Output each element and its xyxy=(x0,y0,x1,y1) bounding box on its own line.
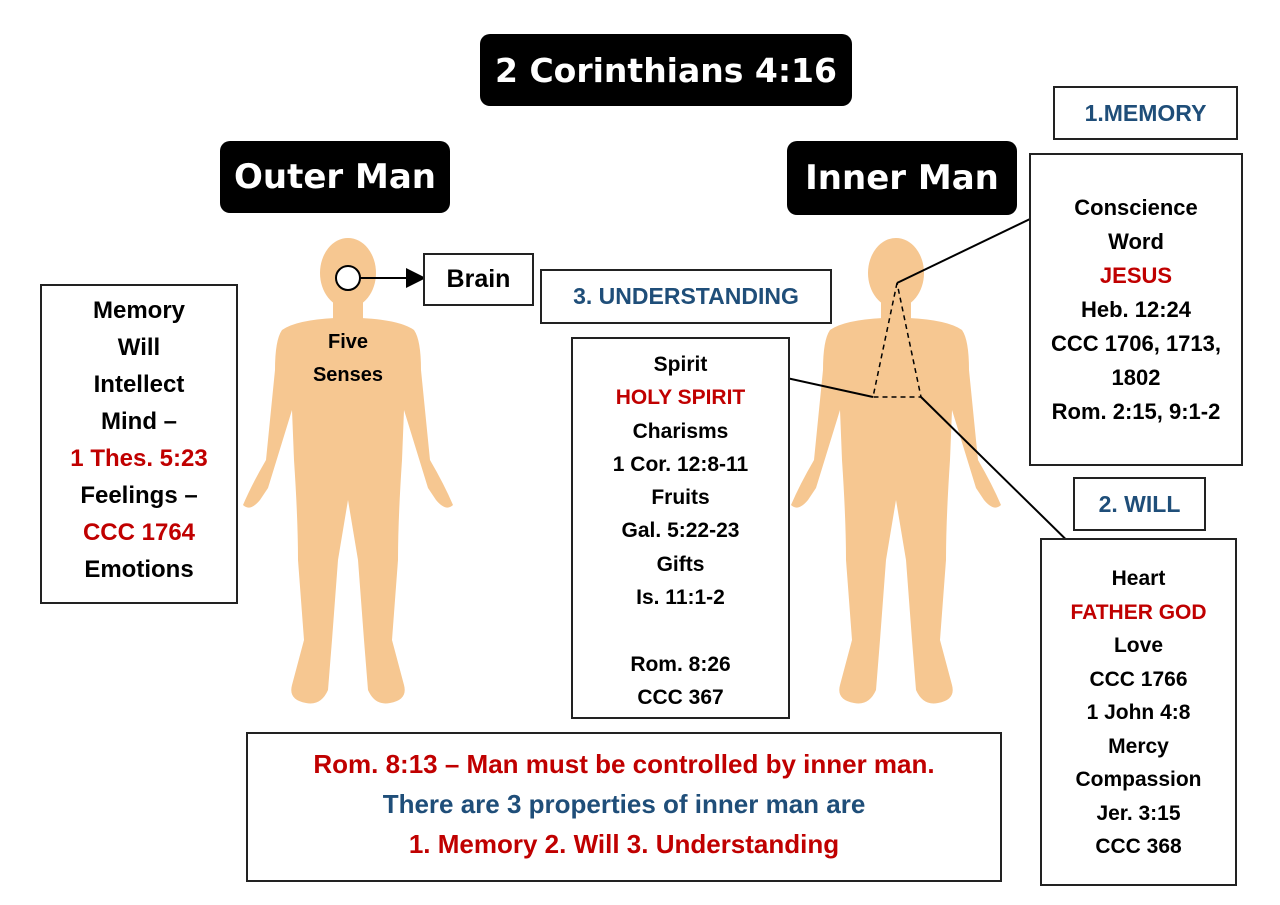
outer-man-attribute-line: Mind – xyxy=(101,408,177,435)
outer-man-attribute-line: 1 Thes. 5:23 xyxy=(70,445,208,472)
brain-marker xyxy=(335,265,361,291)
understanding-line: Gal. 5:22-23 xyxy=(621,519,740,543)
will-line: Compassion xyxy=(1075,768,1202,791)
bottom-summary-list: Rom. 8:13 – Man must be controlled by in… xyxy=(248,744,1000,864)
outer-man-attribute-line: Memory xyxy=(92,297,186,324)
understanding-line xyxy=(573,614,788,647)
brain-box: Brain xyxy=(423,253,534,306)
memory-line: Word xyxy=(1108,229,1164,254)
memory-line: JESUS xyxy=(1099,263,1173,288)
outer-man-attribute-line: CCC 1764 xyxy=(82,519,196,546)
will-line: FATHER GOD xyxy=(1070,600,1207,624)
memory-line: Conscience xyxy=(1074,195,1198,220)
outer-man-attribute-line: Will xyxy=(117,334,161,361)
will-line: Heart xyxy=(1111,567,1166,590)
will-line: Jer. 3:15 xyxy=(1096,801,1181,825)
senses-label: Senses xyxy=(312,364,384,386)
understanding-line: Gifts xyxy=(656,552,705,576)
will-line: Mercy xyxy=(1108,734,1169,758)
memory-heading-box: 1.MEMORY xyxy=(1053,86,1238,140)
five-senses-label: Five Senses xyxy=(300,326,396,392)
memory-line: 1802 xyxy=(1111,365,1161,390)
brain-label: Brain xyxy=(446,265,511,293)
understanding-line: Is. 11:1-2 xyxy=(636,586,725,610)
understanding-line: Fruits xyxy=(651,486,710,510)
understanding-line: HOLY SPIRIT xyxy=(615,386,746,410)
outer-man-attribute-line: Emotions xyxy=(84,556,194,583)
understanding-line: Spirit xyxy=(653,353,708,376)
will-line: CCC 1766 xyxy=(1089,667,1188,691)
memory-line: Heb. 12:24 xyxy=(1080,297,1192,322)
will-line: 1 John 4:8 xyxy=(1086,701,1191,724)
title-text: 2 Corinthians 4:16 xyxy=(495,50,837,90)
bottom-summary-line: There are 3 properties of inner man are xyxy=(382,789,866,819)
outer-man-label: Outer Man xyxy=(233,157,436,197)
arrow-to-memory xyxy=(896,204,1059,284)
will-heading: 2. WILL xyxy=(1098,491,1181,517)
understanding-line: Charisms xyxy=(632,419,729,443)
bottom-summary-box: Rom. 8:13 – Man must be controlled by in… xyxy=(246,732,1002,882)
five-label: Five xyxy=(327,331,369,353)
will-line: Love xyxy=(1113,634,1163,657)
outer-man-figure xyxy=(243,238,453,704)
bottom-summary-line: 1. Memory 2. Will 3. Understanding xyxy=(408,829,840,859)
understanding-heading-box: 3. UNDERSTANDING xyxy=(540,269,832,324)
title-pill: 2 Corinthians 4:16 xyxy=(480,34,852,106)
outer-man-attribute-line: Intellect xyxy=(93,371,185,398)
understanding-line: Rom. 8:26 xyxy=(630,652,731,676)
memory-line: CCC 1706, 1713, xyxy=(1051,331,1221,356)
memory-heading: 1.MEMORY xyxy=(1084,100,1207,126)
understanding-heading: 3. UNDERSTANDING xyxy=(573,283,799,309)
will-heading-box: 2. WILL xyxy=(1073,477,1206,531)
will-line: CCC 368 xyxy=(1095,835,1182,858)
inner-man-figure xyxy=(791,238,1001,704)
dashed-triangle xyxy=(872,282,922,398)
understanding-line: 1 Cor. 12:8-11 xyxy=(612,452,749,476)
outer-man-attribute-line: Feelings – xyxy=(80,482,198,509)
bottom-summary-line: Rom. 8:13 – Man must be controlled by in… xyxy=(313,749,935,779)
outer-man-pill: Outer Man xyxy=(220,141,450,213)
inner-man-pill: Inner Man xyxy=(787,141,1017,215)
memory-line: Rom. 2:15, 9:1-2 xyxy=(1051,399,1221,424)
understanding-line: CCC 367 xyxy=(637,685,724,709)
inner-man-label: Inner Man xyxy=(805,158,999,198)
